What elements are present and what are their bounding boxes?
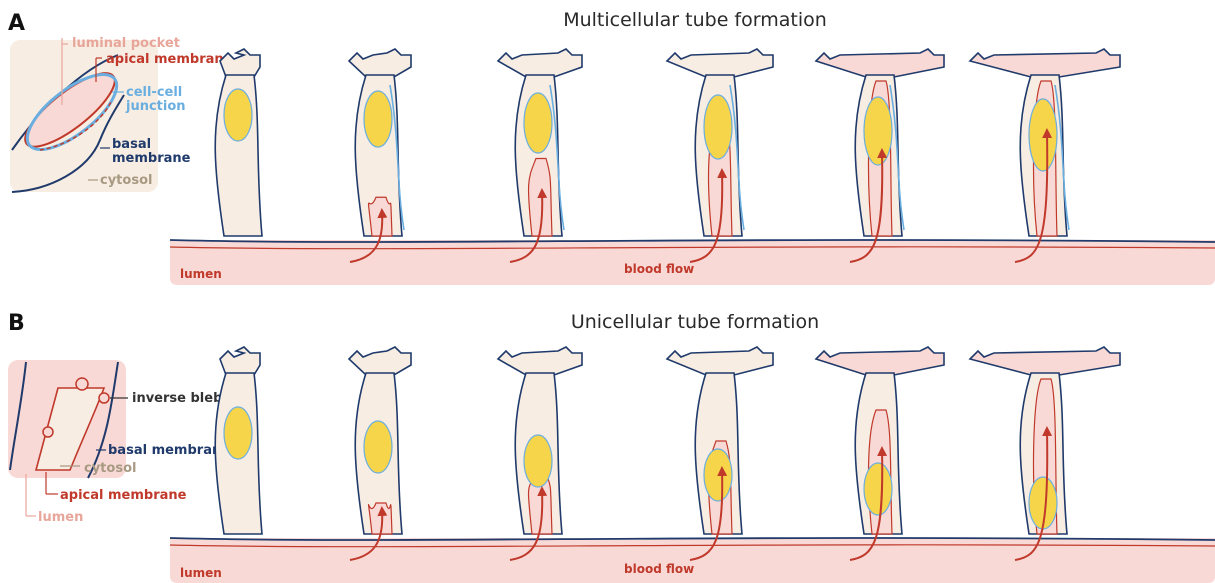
legend-a-cytosol: cytosol <box>100 173 152 188</box>
legend-a-membrane: membrane <box>112 151 191 166</box>
stage-crown <box>349 347 411 375</box>
stage-nucleus <box>524 93 552 153</box>
panel-b-lumen-label: lumen <box>180 566 222 580</box>
panel-a: A Multicellular tube formation luminal p… <box>8 9 1215 285</box>
panel-a-letter: A <box>8 11 25 36</box>
panel-b-stage-6 <box>970 347 1120 560</box>
stage-nucleus <box>1029 99 1057 171</box>
legend-b-basal-membrane: basal membrane <box>108 443 230 458</box>
stage-crown <box>498 49 582 77</box>
panel-a-blood-flow-label: blood flow <box>624 262 694 276</box>
stage-crown <box>970 49 1120 77</box>
panel-a-stage-5 <box>816 49 944 262</box>
panel-a-stage-4 <box>667 49 773 262</box>
legend-b-apical-membrane: apical membrane <box>60 488 187 503</box>
stage-nucleus <box>364 91 392 147</box>
panel-a-title: Multicellular tube formation <box>563 9 827 31</box>
panel-b-blood-flow-label: blood flow <box>624 562 694 576</box>
panel-a-stage-6 <box>970 49 1120 262</box>
panel-a-lumen-label: lumen <box>180 267 222 281</box>
panel-b-stages <box>215 347 1120 560</box>
legend-a-luminal-pocket: luminal pocket <box>72 36 180 51</box>
panel-b-stage-3 <box>498 347 582 560</box>
legend-b-inverse-blebs: inverse blebs <box>132 391 230 406</box>
stage-nucleus <box>864 463 892 515</box>
stage-nucleus <box>524 435 552 487</box>
panel-a-legend: luminal pocket apical membrane cell-cell… <box>10 36 233 192</box>
legend-a-cell-cell: cell-cell <box>126 85 182 100</box>
panel-b-stage-2 <box>349 347 411 560</box>
stage-lumen <box>369 197 392 236</box>
stage-nucleus <box>364 421 392 473</box>
legend-b-cytosol: cytosol <box>84 461 136 476</box>
legend-b-lumen: lumen <box>38 510 83 525</box>
panel-b-letter: B <box>8 311 25 336</box>
legend-b-bleb-1 <box>76 378 88 390</box>
legend-a-basal: basal <box>112 137 151 152</box>
panel-b-stage-1 <box>215 347 262 534</box>
stage-crown <box>498 347 582 375</box>
panel-b: B Unicellular tube formation inverse ble… <box>8 311 1215 583</box>
panel-b-title: Unicellular tube formation <box>571 311 819 333</box>
panel-b-stage-5 <box>816 347 944 560</box>
panel-a-stage-2 <box>349 49 411 262</box>
legend-a-apical-membrane: apical membrane <box>106 52 233 67</box>
stage-nucleus <box>224 89 252 141</box>
stage-crown <box>667 49 773 77</box>
stage-nucleus <box>704 449 732 501</box>
stage-crown <box>816 347 944 375</box>
stage-nucleus <box>864 97 892 165</box>
stage-crown <box>220 347 260 375</box>
legend-b-bleb-2 <box>99 393 109 403</box>
stage-crown <box>970 347 1120 375</box>
panel-a-stage-1 <box>215 49 262 236</box>
legend-b-bleb-3 <box>43 427 53 437</box>
panel-a-stages <box>215 49 1120 262</box>
stage-crown <box>816 49 944 77</box>
panel-b-legend: inverse blebs basal membrane cytosol api… <box>8 360 230 525</box>
panel-b-stage-4 <box>667 347 773 560</box>
panel-a-stage-3 <box>498 49 582 262</box>
stage-crown <box>667 347 773 375</box>
stage-nucleus <box>224 407 252 459</box>
stage-nucleus <box>704 95 732 159</box>
stage-crown <box>349 49 411 77</box>
legend-a-junction: junction <box>125 99 186 114</box>
